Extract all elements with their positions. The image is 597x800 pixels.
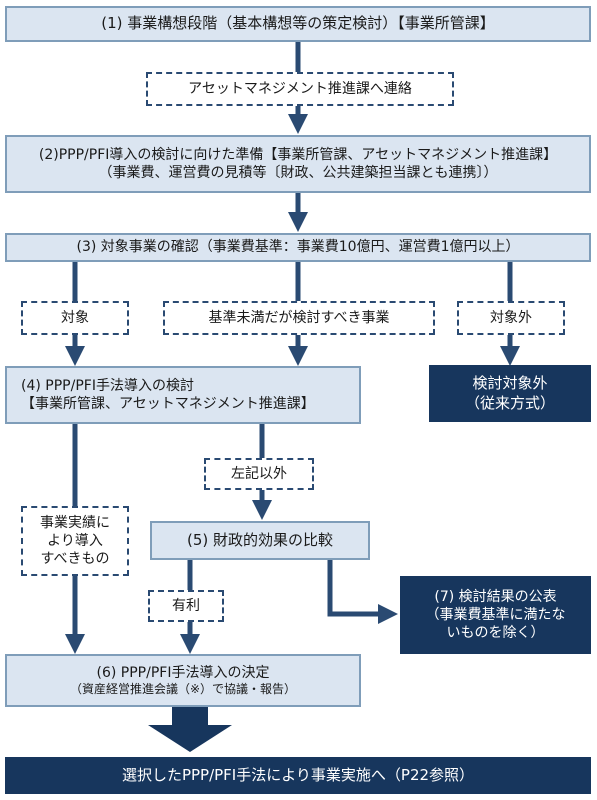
step3-box: (3) 対象事業の確認（事業費基準：事業費10億円、運営費1億円以上） [5, 233, 591, 262]
step7-line2: （事業費基準に満たな [425, 606, 566, 623]
step3-text: (3) 対象事業の確認（事業費基準：事業費10億円、運営費1億円以上） [76, 239, 520, 256]
step4-box: (4) PPP/PFI手法導入の検討 【事業所管課、アセットマネジメント推進課】 [5, 366, 361, 424]
below-standard-box: 基準未満だが検討すべき事業 [163, 301, 435, 335]
step2-line2: （事業費、運営費の見積等〔財政、公共建築担当課とも連携〕） [98, 165, 498, 181]
record-line2: より導入 [47, 532, 103, 549]
arrow-step6-final [148, 707, 232, 752]
target-text: 対象 [61, 309, 89, 326]
final-box: 選択したPPP/PFI手法により事業実施へ（P22参照） [5, 757, 591, 794]
step2-box: (2)PPP/PFI導入の検討に向けた準備【事業所管課、アセットマネジメント推進… [5, 135, 591, 193]
not-target-box: 対象外 [457, 301, 565, 335]
step1-box: (1) 事業構想段階（基本構想等の策定検討）【事業所管課】 [5, 6, 591, 42]
advantage-box: 有利 [148, 590, 224, 622]
other-text: 左記以外 [231, 465, 287, 482]
step6-line2: （資産経営推進会議（※）で協議・報告） [69, 681, 297, 696]
step2-line1: (2)PPP/PFI導入の検討に向けた準備【事業所管課、アセットマネジメント推進… [38, 146, 558, 163]
advantage-text: 有利 [172, 597, 200, 614]
excluded-line1: 検討対象外 [472, 374, 548, 392]
other-box: 左記以外 [204, 458, 314, 490]
step7-line1: (7) 検討結果の公表 [434, 588, 557, 605]
record-line3: すべきもの [40, 551, 110, 568]
step4-line1: (4) PPP/PFI手法導入の検討 [21, 377, 194, 394]
contact-box: アセットマネジメント推進課へ連絡 [146, 72, 454, 106]
below-standard-text: 基準未満だが検討すべき事業 [208, 309, 390, 326]
record-box: 事業実績に より導入 すべきもの [21, 506, 129, 576]
step1-text: (1) 事業構想段階（基本構想等の策定検討）【事業所管課】 [101, 14, 495, 33]
contact-text: アセットマネジメント推進課へ連絡 [188, 80, 412, 97]
step6-line1: (6) PPP/PFI手法導入の決定 [96, 664, 270, 681]
arrow-step5-step7 [327, 560, 398, 624]
step5-text: (5) 財政的効果の比較 [186, 530, 334, 549]
step7-line3: いものを除く） [446, 625, 545, 642]
record-line1: 事業実績に [40, 514, 110, 531]
final-text: 選択したPPP/PFI手法により事業実施へ（P22参照） [121, 765, 475, 784]
step5-box: (5) 財政的効果の比較 [150, 521, 370, 560]
target-box: 対象 [21, 301, 129, 335]
step7-box: (7) 検討結果の公表 （事業費基準に満たな いものを除く） [400, 576, 591, 654]
excluded-line2: （従来方式） [464, 393, 555, 412]
excluded-box: 検討対象外 （従来方式） [429, 365, 591, 422]
not-target-text: 対象外 [490, 309, 532, 326]
step4-line2: 【事業所管課、アセットマネジメント推進課】 [21, 396, 315, 412]
step6-box: (6) PPP/PFI手法導入の決定 （資産経営推進会議（※）で協議・報告） [5, 654, 361, 707]
